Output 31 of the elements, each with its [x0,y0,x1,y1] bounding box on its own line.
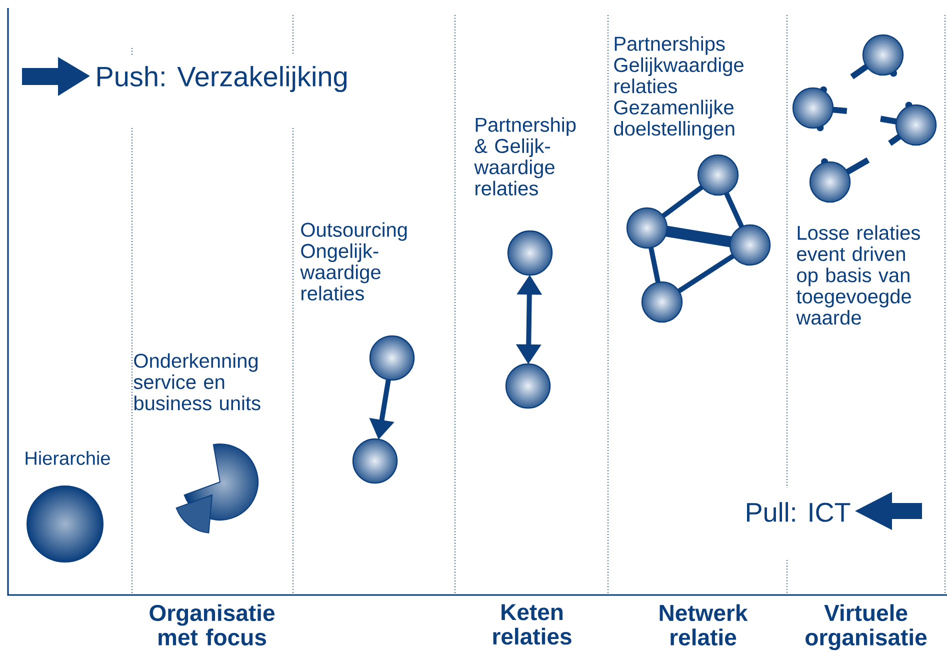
connector-line [677,254,735,294]
circle-drawing [809,157,870,203]
column-heading: Keten relaties [493,604,572,645]
stage-label: Partnership & Gelijk-waardige relaties [474,117,576,196]
heading: Pull: ICT [747,502,850,522]
circle [729,224,771,266]
stage-label: Hierarchie [26,451,110,465]
circle [369,335,415,381]
heading: Push: Verzakelijking [98,66,347,92]
sphere [26,486,104,562]
circle [507,230,553,276]
circle [626,207,668,249]
connector-line [661,184,704,218]
column-heading: Netwerk relatie [660,604,748,646]
connector-line [724,192,744,228]
pie-drawing [176,444,258,534]
connector-line [648,246,661,284]
stage-label: Outsourcing Ongelijk-waardige relaties [300,222,407,300]
column-heading: Virtuele organisatie [806,604,927,650]
stage-label: Onderkenning service en business units [134,353,260,410]
stage-label: Losse relaties event driven op basis van toegevoegde waarde [796,225,920,325]
stage-label: Partnerships Gelijkwaardige relaties Gezamenlijke doelstellingen [614,36,744,140]
circle [505,363,551,409]
column-heading: Organisatie met focus [150,604,274,646]
circle-drawing [850,34,904,80]
circle-drawing [880,102,937,146]
circle [352,438,398,484]
circle [641,281,683,323]
circle [697,154,739,196]
circle-drawing [792,86,848,132]
connector-line [665,226,732,248]
